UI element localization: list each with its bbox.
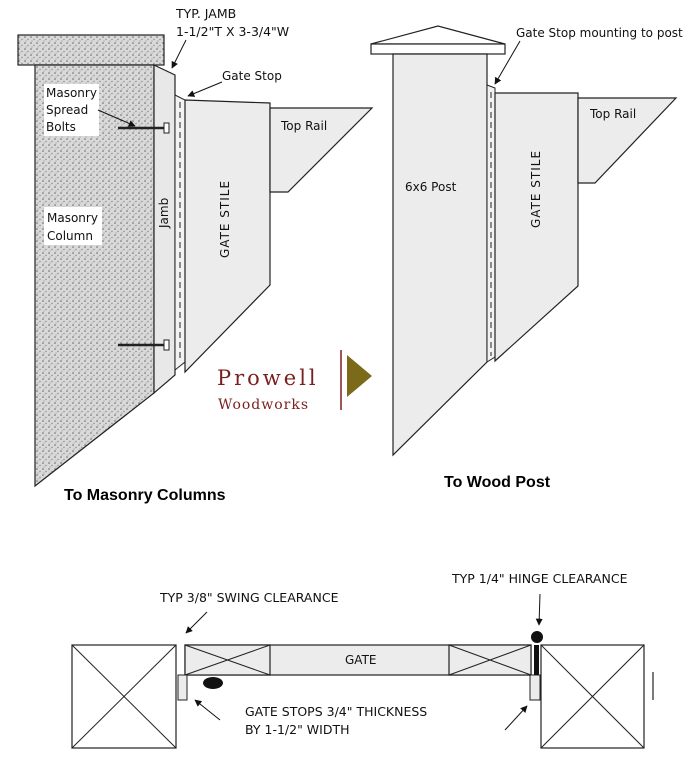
gate-stop-label: Gate Stop: [222, 69, 282, 83]
gate-stile: [184, 99, 271, 374]
gate-stops-label-1: GATE STOPS 3/4" THICKNESS: [245, 704, 427, 719]
left-post-plan: [71, 644, 177, 749]
gate-stop-mount-label: Gate Stop mounting to post: [516, 26, 683, 40]
wood-post-detail: Gate Stop mounting to post 6x6 Post GATE…: [370, 25, 683, 491]
top-rail-label-masonry: Top Rail: [280, 119, 327, 133]
plan-view: GATE TYP 3/8" SWING CLEARANCE TYP 1/4" H…: [71, 571, 654, 749]
wood-caption: To Wood Post: [444, 474, 551, 491]
gate-plan: GATE: [184, 644, 532, 676]
prowell-logo: Prowell Woodworks: [217, 350, 372, 413]
masonry-detail: TYP. JAMB 1-1/2"T X 3-3/4"W Gate Stop Ma…: [17, 6, 374, 504]
gate-stile-label-wood: GATE STILE: [529, 150, 543, 228]
gate-stile-label-masonry: GATE STILE: [218, 180, 232, 258]
gate-plan-label: GATE: [345, 653, 377, 667]
jamb-label-2: 1-1/2"T X 3-3/4"W: [176, 24, 289, 39]
spread-bolts-label-1: Masonry: [46, 86, 97, 100]
masonry-column-label-2: Column: [47, 229, 93, 243]
gate-stop-right-plan: [529, 674, 541, 701]
right-post-plan: [540, 644, 645, 749]
masonry-caption: To Masonry Columns: [64, 487, 226, 504]
jamb-vertical-label: Jamb: [157, 198, 171, 229]
brand-line-2: Woodworks: [218, 397, 309, 413]
brand-line-1: Prowell: [217, 366, 319, 390]
swing-clearance-label: TYP 3/8" SWING CLEARANCE: [159, 590, 339, 605]
gate-stop-left-plan: [177, 674, 188, 701]
top-rail-wood: [577, 97, 678, 184]
jamb: [153, 64, 176, 395]
latch-icon: [203, 677, 223, 689]
jamb-label-1: TYP. JAMB: [175, 6, 236, 21]
hinge-icon: [531, 631, 543, 675]
gate-stops-label-2: BY 1-1/2" WIDTH: [245, 722, 350, 737]
gate-stile-wood: [494, 92, 579, 363]
spread-bolts-label-3: Bolts: [46, 120, 76, 134]
top-rail: [269, 107, 374, 193]
wood-post: [392, 53, 488, 457]
spread-bolt-top: [118, 122, 170, 134]
spread-bolts-label-2: Spread: [46, 103, 88, 117]
hinge-clearance-label: TYP 1/4" HINGE CLEARANCE: [451, 571, 628, 586]
play-arrow-icon: [347, 355, 372, 397]
masonry-cap: [17, 34, 165, 66]
post-cap: [370, 25, 506, 45]
top-rail-label-wood: Top Rail: [589, 107, 636, 121]
spread-bolt-bottom: [118, 339, 170, 351]
post-label: 6x6 Post: [405, 180, 457, 194]
masonry-column-label-1: Masonry: [47, 211, 98, 225]
